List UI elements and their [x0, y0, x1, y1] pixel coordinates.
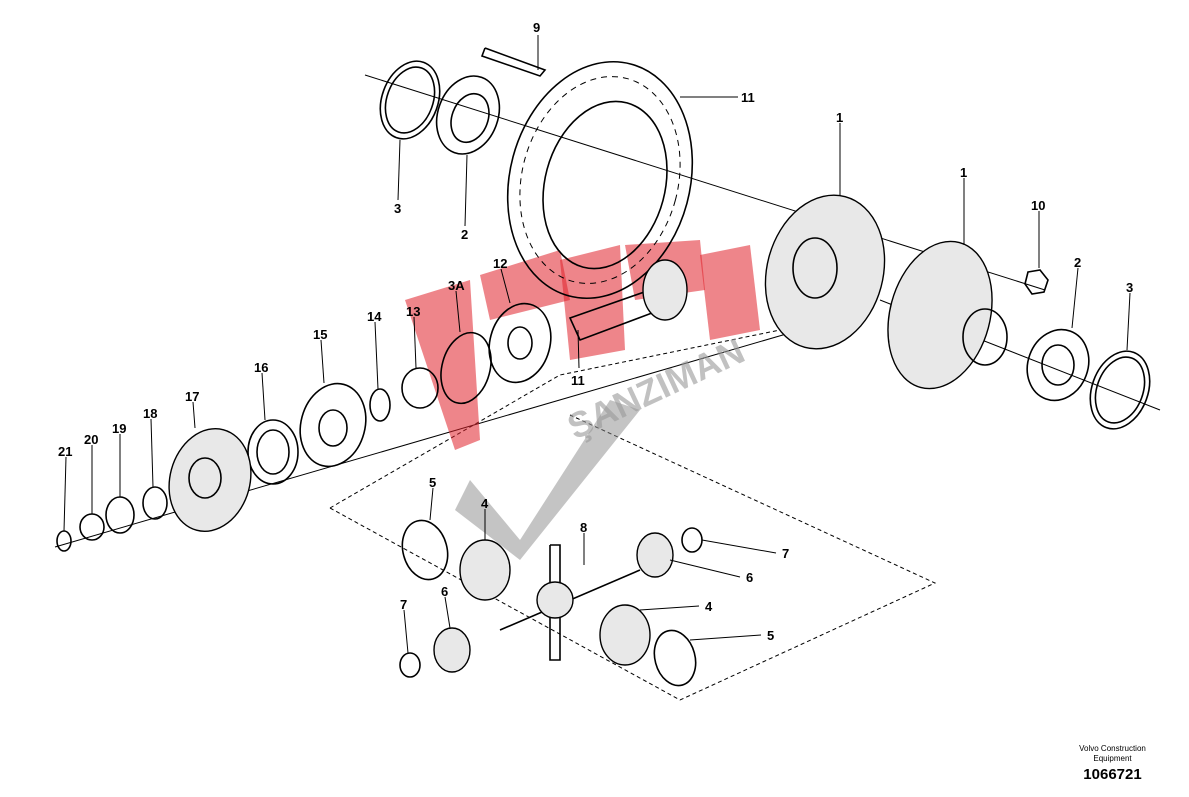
callout-label: 20 — [84, 432, 98, 447]
drawing-footer: Volvo Construction Equipment 1066721 — [1060, 744, 1165, 783]
callout-label: 14 — [367, 309, 382, 324]
ring-3A — [440, 331, 492, 405]
seal-ring-3-right — [1089, 350, 1151, 430]
callout-label: 18 — [143, 406, 157, 421]
leader-lines — [63, 35, 1131, 654]
drawing-number: 1066721 — [1083, 766, 1142, 783]
ring-14 — [369, 388, 391, 422]
spider-8 — [499, 544, 641, 661]
washer-18 — [142, 486, 168, 520]
callout-label: 2 — [1074, 255, 1081, 270]
pinion-shaft — [568, 259, 688, 342]
callout-label: 5 — [429, 475, 436, 490]
callout-label: 1 — [836, 110, 843, 125]
callout-label: 16 — [254, 360, 268, 375]
pinion-gear-6-right — [636, 532, 674, 578]
bearing-12 — [488, 302, 552, 384]
company-line-2: Equipment — [1093, 754, 1132, 763]
callout-label: 11 — [571, 373, 585, 388]
callout-label: 19 — [112, 421, 126, 436]
callout-label: 12 — [493, 256, 507, 271]
callout-label: 7 — [782, 546, 789, 561]
bearing-2-right — [1026, 328, 1090, 402]
callout-label: 1 — [960, 165, 967, 180]
differential-housing-right — [887, 240, 1008, 390]
washer-7-left — [399, 652, 421, 678]
callout-label: 13 — [406, 304, 420, 319]
side-gear-4-right — [599, 604, 651, 666]
callout-label: 3 — [394, 201, 401, 216]
differential-housing-left — [764, 194, 886, 350]
callout-label: 5 — [767, 628, 774, 643]
ring-gear — [506, 60, 694, 300]
callout-label: 7 — [400, 597, 407, 612]
thrust-washer-5-right — [653, 629, 697, 687]
callout-label: 6 — [746, 570, 753, 585]
seal-ring-3-left — [379, 60, 441, 140]
bearing-2-left — [435, 75, 501, 155]
callout-label: 3A — [448, 278, 465, 293]
callout-label: 8 — [580, 520, 587, 535]
callout-label: 9 — [533, 20, 540, 35]
pinion-gear-6-left — [433, 627, 471, 673]
callout-label: 17 — [185, 389, 199, 404]
callout-label: 15 — [313, 327, 327, 342]
callout-label: 4 — [705, 599, 713, 614]
spacer-13 — [401, 367, 439, 409]
thrust-washer-5-left — [401, 519, 449, 581]
bolt — [480, 47, 547, 77]
callout-label: 11 — [741, 90, 755, 105]
callout-labels: 9 11 1 1 10 3 2 2 3 12 3A 13 14 15 16 17… — [58, 20, 1133, 643]
callout-label: 2 — [461, 227, 468, 242]
callout-label: 10 — [1031, 198, 1045, 213]
callout-label: 21 — [58, 444, 72, 459]
callout-label: 4 — [481, 496, 489, 511]
circlip-21 — [56, 530, 72, 552]
bearing-15 — [299, 382, 367, 468]
side-gear-4-left — [459, 539, 511, 601]
callout-label: 6 — [441, 584, 448, 599]
washer-7-right — [681, 527, 703, 553]
flange-17 — [168, 428, 252, 532]
company-line-1: Volvo Construction — [1079, 744, 1146, 753]
nut-10 — [1024, 269, 1049, 295]
seal-16 — [247, 419, 299, 485]
callout-label: 3 — [1126, 280, 1133, 295]
